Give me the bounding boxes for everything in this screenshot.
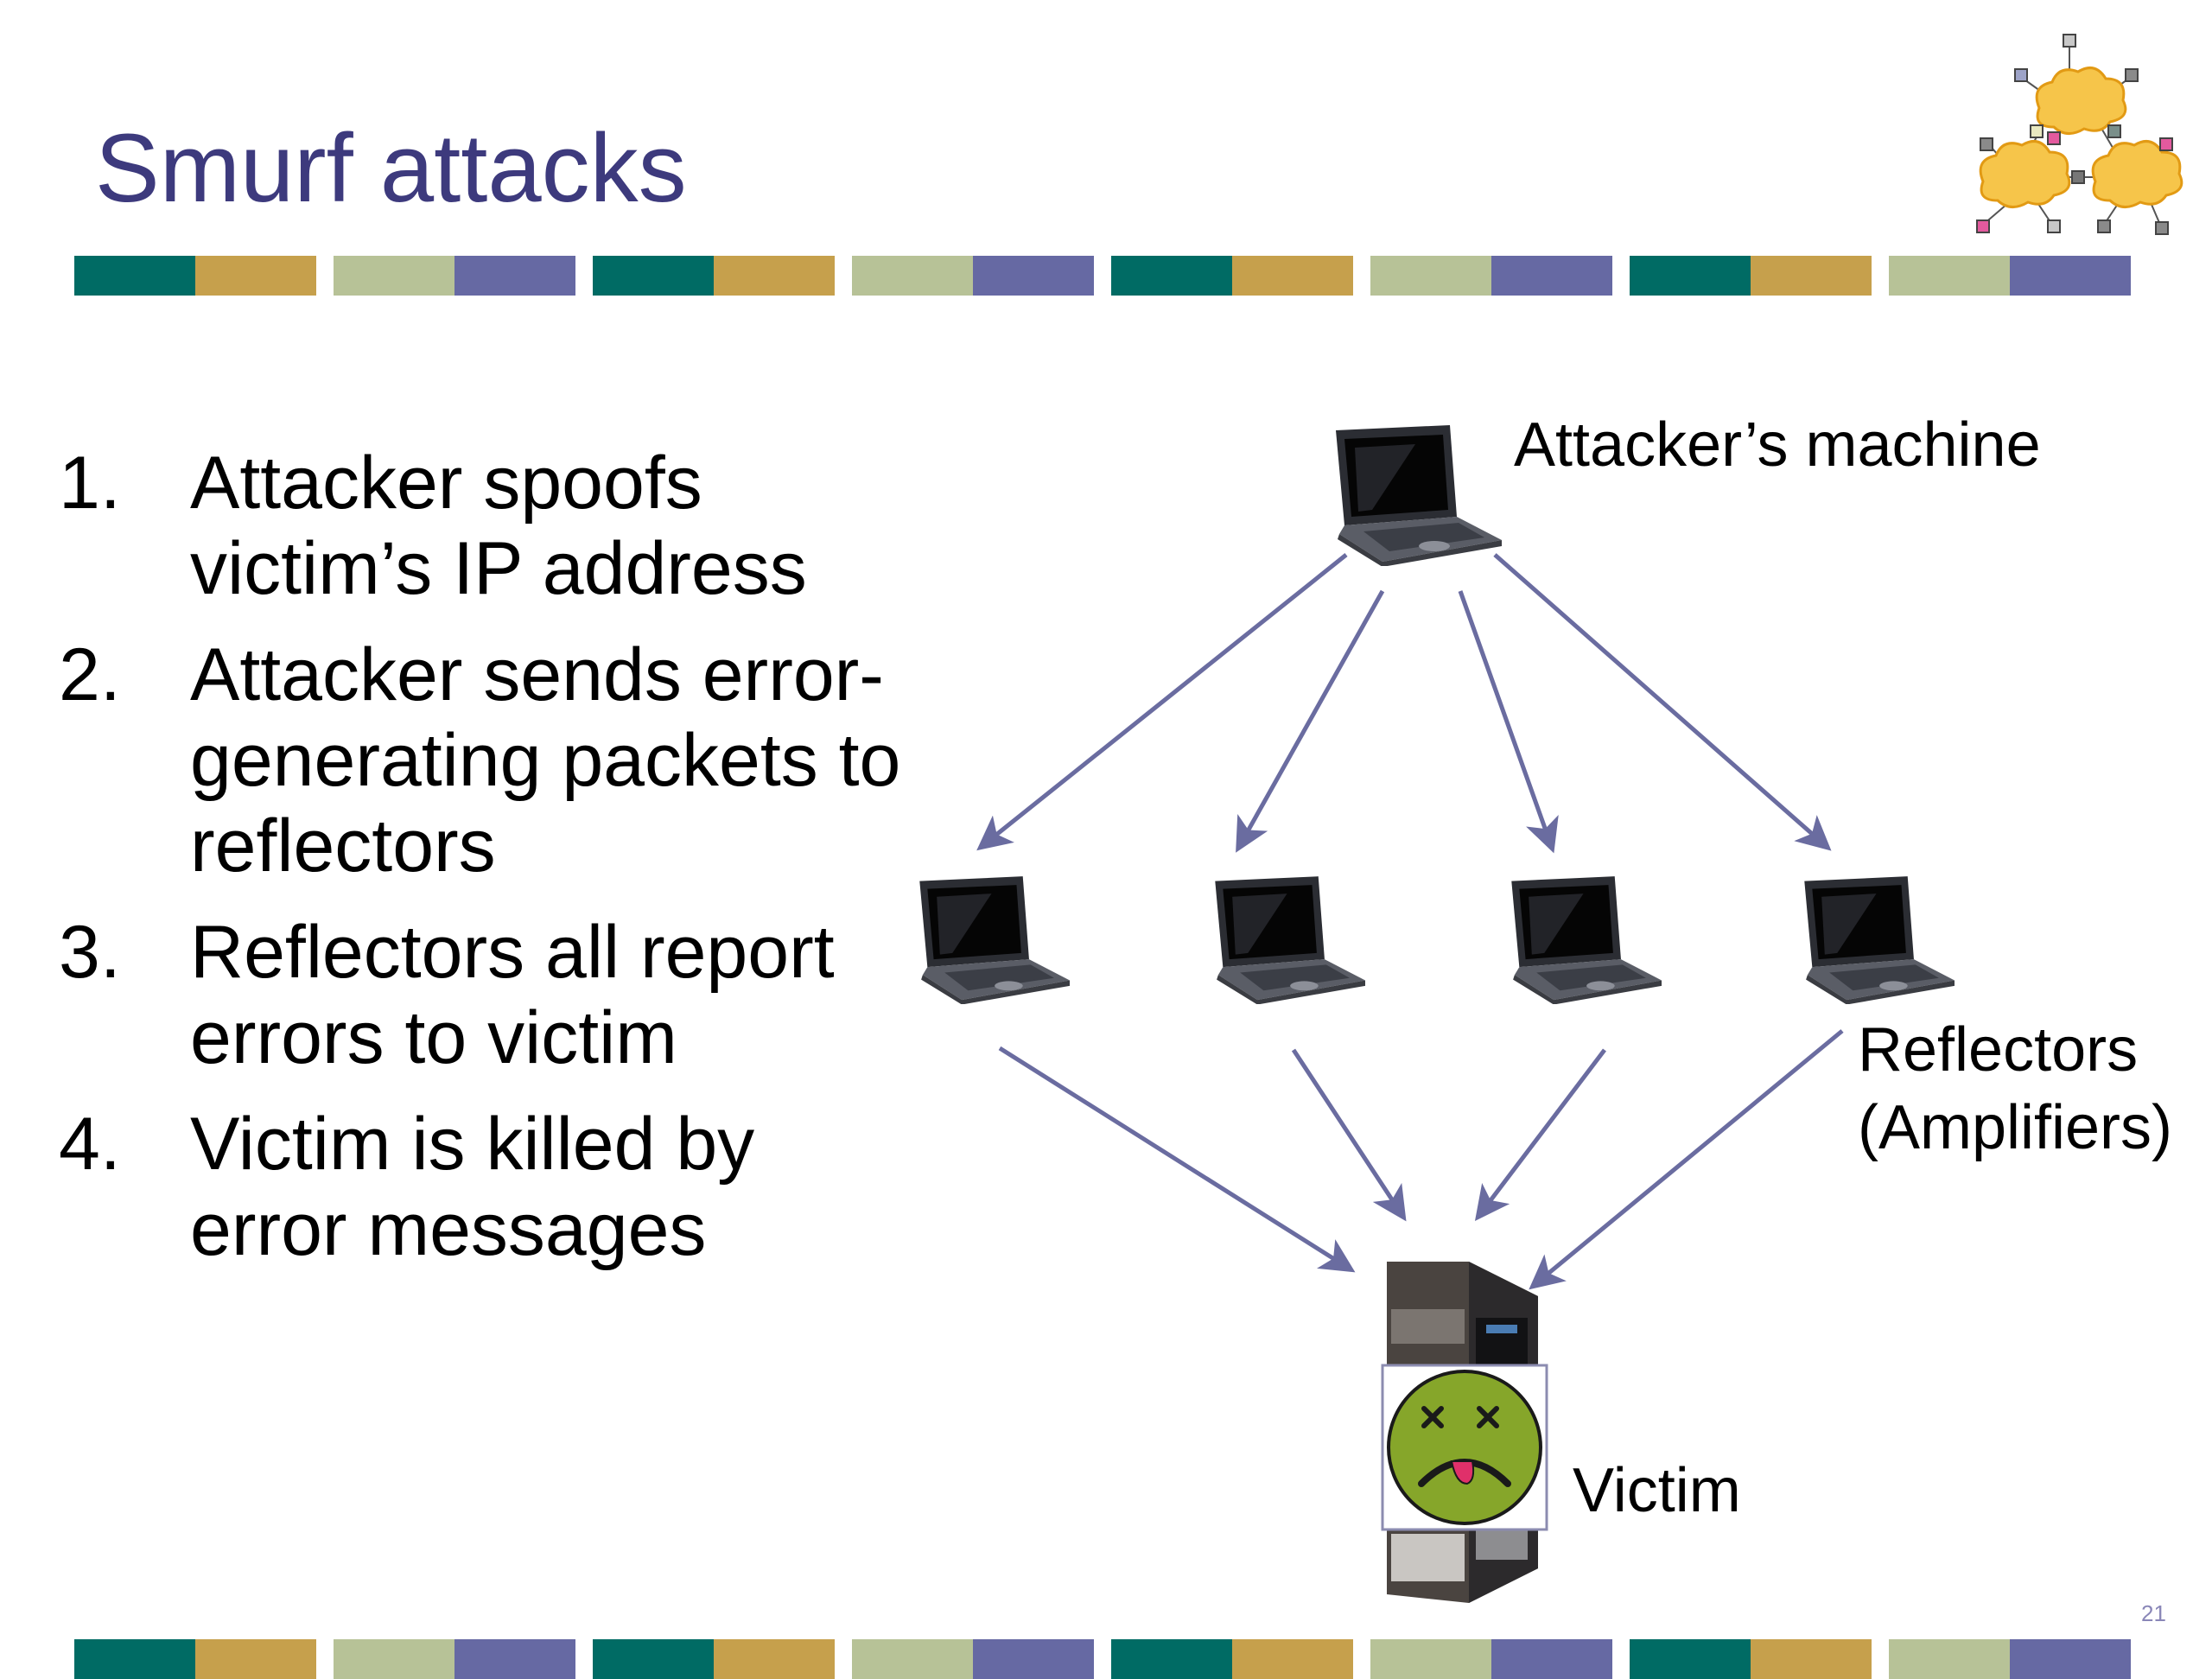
band-segment	[195, 256, 316, 296]
arrow-reflector-4-to-victim	[1529, 1029, 1844, 1290]
band-segment	[714, 1639, 835, 1679]
band-segment	[74, 256, 195, 296]
step-number: 3.	[59, 911, 121, 994]
arrow-attacker-to-reflector-1	[976, 553, 1348, 851]
arrow-attacker-to-reflector-4	[1493, 553, 1832, 851]
band-segment	[74, 1639, 195, 1679]
reflector-laptop-icon	[1511, 876, 1662, 1004]
victim-label: Victim	[1573, 1456, 1741, 1525]
decorative-band-top	[0, 256, 2212, 296]
step-text: Attacker spoofs victim’s IP address	[190, 442, 807, 610]
band-segment	[2010, 1639, 2131, 1679]
band-segment	[852, 256, 973, 296]
band-segment	[1889, 256, 2010, 296]
band-segment	[454, 256, 575, 296]
list-item: 2. Attacker sends error-generating packe…	[59, 633, 923, 889]
arrow-attacker-to-reflector-2	[1236, 589, 1385, 853]
band-segment	[195, 1639, 316, 1679]
step-number: 1.	[59, 442, 121, 525]
list-item: 3. Reflectors all report errors to victi…	[59, 910, 923, 1081]
band-segment	[593, 1639, 714, 1679]
band-segment	[1370, 256, 1491, 296]
step-text: Victim is killed by error messages	[190, 1103, 755, 1271]
band-segment	[1630, 256, 1751, 296]
reflector-laptop-icon	[919, 876, 1070, 1004]
band-segment	[1491, 256, 1612, 296]
slide-title: Smurf attacks	[95, 114, 687, 222]
band-segment	[1751, 256, 1872, 296]
band-segment	[2010, 256, 2131, 296]
reflectors-label-line2: (Amplifiers)	[1858, 1093, 2173, 1162]
decorative-band-bottom	[0, 1639, 2212, 1679]
band-segment	[1232, 1639, 1353, 1679]
band-segment	[1491, 1639, 1612, 1679]
reflector-laptop-icon	[1215, 876, 1365, 1004]
band-segment	[1232, 256, 1353, 296]
reflector-laptop-icon	[1804, 876, 1955, 1004]
victim-server-icon	[1381, 1262, 1548, 1603]
network-clouds-icon	[1976, 34, 2183, 235]
arrow-reflector-3-to-victim	[1474, 1048, 1606, 1221]
band-segment	[1111, 256, 1232, 296]
arrow-reflector-2-to-victim	[1291, 1048, 1407, 1222]
band-segment	[852, 1639, 973, 1679]
steps-list: 1. Attacker spoofs victim’s IP address 2…	[59, 441, 923, 1294]
arrow-reflector-1-to-victim	[998, 1046, 1356, 1273]
band-segment	[593, 256, 714, 296]
dead-face-icon	[1387, 1370, 1542, 1525]
band-segment	[1630, 1639, 1751, 1679]
step-text: Attacker sends error-generating packets …	[190, 633, 901, 887]
band-segment	[973, 256, 1094, 296]
attacker-label: Attacker’s machine	[1514, 410, 2041, 480]
band-segment	[334, 256, 454, 296]
band-segment	[1370, 1639, 1491, 1679]
page-number: 21	[2141, 1600, 2166, 1626]
attacker-laptop-icon	[1336, 425, 1502, 566]
list-item: 4. Victim is killed by error messages	[59, 1102, 923, 1273]
band-segment	[1751, 1639, 1872, 1679]
band-segment	[1111, 1639, 1232, 1679]
step-number: 2.	[59, 633, 121, 716]
reflectors-label-line1: Reflectors	[1858, 1015, 2139, 1084]
band-segment	[973, 1639, 1094, 1679]
band-segment	[334, 1639, 454, 1679]
step-text: Reflectors all report errors to victim	[190, 911, 835, 1079]
band-segment	[714, 256, 835, 296]
band-segment	[454, 1639, 575, 1679]
list-item: 1. Attacker spoofs victim’s IP address	[59, 441, 923, 612]
arrow-attacker-to-reflector-3	[1458, 590, 1559, 854]
step-number: 4.	[59, 1103, 121, 1186]
band-segment	[1889, 1639, 2010, 1679]
reflectors-label: Reflectors (Amplifiers)	[1858, 1011, 2172, 1167]
